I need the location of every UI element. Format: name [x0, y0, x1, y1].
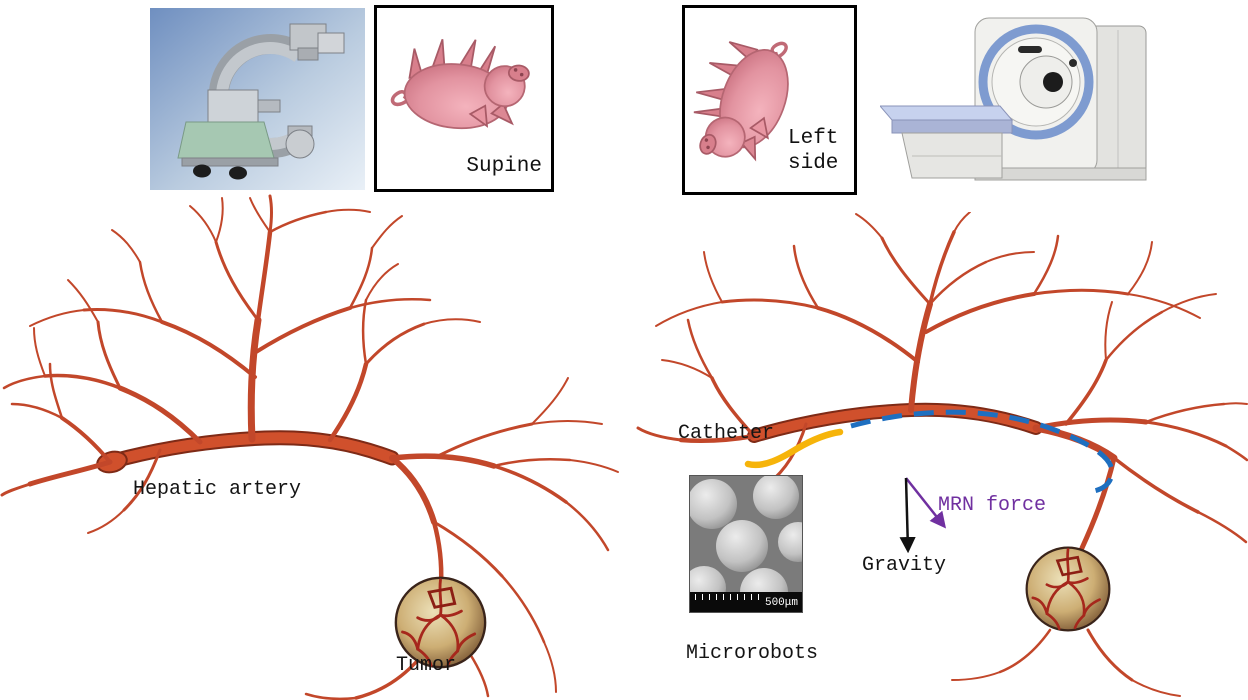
sem-scale-bar: 500μm	[690, 592, 802, 612]
sem-microspheres-illustration	[690, 476, 802, 612]
mri-body	[974, 17, 1147, 181]
hepatic-artery-tree-right	[636, 212, 1248, 697]
sem-microspheres-image: 500μm	[690, 476, 802, 612]
hepatic-artery-tree-left	[0, 194, 619, 700]
mrn-force-arrow	[905, 477, 947, 529]
catheter-label: Catheter	[678, 422, 775, 445]
c-arm-xray-machine-illustration	[150, 8, 365, 190]
artery-branches-right	[636, 212, 1248, 697]
left-side-pig-box: Left side	[682, 5, 857, 195]
microrobots-label: Microrobots	[686, 642, 819, 665]
sem-ruler-ticks	[695, 594, 761, 600]
pose-label-left-side: Left side	[788, 126, 839, 175]
sem-scale-label: 500μm	[764, 597, 798, 609]
gravity-arrow	[899, 477, 916, 554]
mrn-dashed-path	[850, 409, 1115, 494]
catheter-curve	[744, 428, 844, 469]
mri-bore	[1043, 72, 1063, 92]
supine-pig-box: Supine	[374, 5, 554, 192]
mrn-force-label: MRN force	[938, 494, 1047, 517]
tumor-label: Tumor	[396, 654, 457, 677]
hepatic-artery-label: Hepatic artery	[133, 478, 302, 501]
mri-scanner-illustration	[880, 17, 1147, 181]
artery-branches-left	[0, 194, 619, 700]
tumor-sphere-right	[1025, 546, 1111, 632]
pose-label-supine: Supine	[466, 154, 542, 178]
mri-patient-table	[880, 105, 1014, 179]
gravity-label: Gravity	[862, 554, 947, 577]
c-arm-base	[177, 89, 281, 180]
